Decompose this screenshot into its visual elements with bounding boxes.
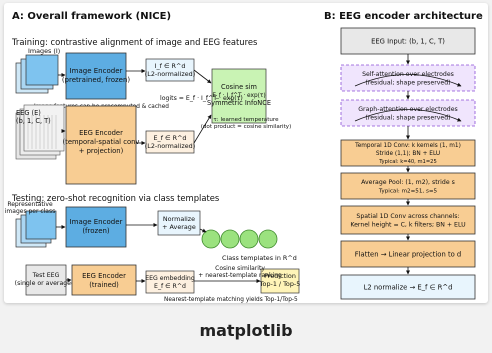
encoder-block-7 bbox=[340, 274, 476, 300]
encoder-architecture-blocks: EEG Input: (b, 1, C, T) Self-attention ov… bbox=[340, 27, 476, 300]
encoder-block-line: Typical: m2=51, s=5 bbox=[378, 188, 438, 194]
panel-a-title: A: Overall framework (NICE) bbox=[12, 11, 171, 22]
figure-card: A: Overall framework (NICE) Training: co… bbox=[4, 3, 488, 303]
prediction-box bbox=[260, 268, 300, 294]
encoder-block-label-2: Graph-attention over electrodes(residual… bbox=[358, 106, 457, 121]
encoder-block-label-3: Temporal 1D Conv: k kernels (1, m1) Strid… bbox=[354, 143, 461, 165]
training-arrows bbox=[58, 69, 212, 145]
test-eeg-encoder-label: EEG Encoder(trained) bbox=[82, 272, 126, 289]
encoder-block-line: EEG Input: (b, 1, C, T) bbox=[371, 37, 445, 45]
eeg-embedding-box bbox=[145, 270, 195, 294]
cosine-ranking-label: Cosine similarity+ nearest-template rank… bbox=[198, 265, 282, 279]
eeg-encoder-label: EEG Encoder(temporal-spatial conv+ proje… bbox=[63, 129, 140, 155]
eeg-label: EEG (E)(b, 1, C, T) bbox=[16, 109, 51, 125]
testing-heading: Testing: zero-shot recognition via class… bbox=[11, 193, 219, 203]
encoder-block-0 bbox=[340, 27, 476, 55]
encoder-block-line: Temporal 1D Conv: k kernels (1, m1) bbox=[354, 143, 461, 149]
encoder-block-label-6: Flatten → Linear projection to d bbox=[355, 250, 462, 258]
testing-arrows bbox=[56, 223, 261, 283]
residual-arc-1 bbox=[354, 74, 462, 87]
encoder-block-line: Graph-attention over electrodes bbox=[358, 106, 457, 113]
encoder-block-3 bbox=[340, 139, 476, 167]
encoder-block-line: Typical: k=40, m1=25 bbox=[378, 159, 437, 165]
eeg-feature-label: E_f ∈ R^d(L2-normalized) bbox=[145, 134, 195, 150]
class-template-circles bbox=[201, 229, 278, 249]
test-eeg-encoder-box bbox=[71, 264, 137, 296]
normalize-label: Normalize+ Average bbox=[162, 215, 196, 231]
test-image-encoder-label: Image Encoder(frozen) bbox=[70, 218, 123, 235]
test-image-stack bbox=[15, 210, 57, 248]
test-image-encoder-box bbox=[65, 206, 127, 248]
test-eeg-box bbox=[25, 264, 67, 296]
training-image-stack bbox=[15, 54, 59, 94]
encoder-block-label-5: Spatial 1D Conv across channels:Kernel h… bbox=[350, 213, 465, 228]
encoder-block-line: Stride (1,1); BN + ELU bbox=[376, 151, 440, 157]
encoder-block-label-0: EEG Input: (b, 1, C, T) bbox=[371, 37, 445, 45]
logits-label: logits = E_f · I_f^T · exp(τ) bbox=[160, 95, 243, 102]
encoder-block-2 bbox=[340, 99, 476, 127]
eeg-feature-box bbox=[145, 130, 195, 154]
encoder-block-line: Average Pool: (1, m2), stride s bbox=[361, 179, 455, 186]
training-heading: Training: contrastive alignment of image… bbox=[11, 37, 257, 47]
encoder-block-5 bbox=[340, 205, 476, 235]
eeg-signal-stack bbox=[15, 104, 65, 160]
eeg-encoder-box bbox=[65, 105, 137, 185]
images-label: Images (I) bbox=[28, 47, 60, 55]
encoder-block-line: L2 normalize → E_f ∈ R^d bbox=[364, 283, 453, 291]
image-encoder-label: Image Encoder(pretrained, frozen) bbox=[62, 67, 131, 84]
nearest-template-note: Nearest-template matching yields Top-1/T… bbox=[164, 297, 298, 303]
encoder-block-line: (residual; shape preserved) bbox=[365, 114, 450, 121]
encoder-block-line: Self-attention over electrodes bbox=[362, 71, 454, 78]
class-templates-label: Class templates in R^d bbox=[222, 254, 297, 262]
normalize-box bbox=[157, 210, 201, 236]
tau-note: τ: learned temperature(dot product = cos… bbox=[201, 117, 292, 130]
residual-arc-2 bbox=[354, 109, 462, 122]
encoder-block-label-1: Self-attention over electrodes(residual;… bbox=[362, 71, 454, 86]
test-eeg-label: Test EEG(single or averaged) bbox=[15, 272, 78, 287]
footer-label: matplotlib bbox=[199, 321, 293, 340]
encoder-block-1 bbox=[340, 64, 476, 92]
encoder-block-line: (residual; shape preserved) bbox=[365, 79, 450, 86]
encoder-block-line: Spatial 1D Conv across channels: bbox=[356, 213, 459, 220]
image-encoder-box bbox=[65, 52, 127, 100]
encoder-block-line: Flatten → Linear projection to d bbox=[355, 250, 462, 258]
encoder-block-line: Kernel height = C, k filters; BN + ELU bbox=[350, 221, 465, 228]
panel-b-title: B: EEG encoder architecture bbox=[324, 11, 483, 22]
encoder-block-label-7: L2 normalize → E_f ∈ R^d bbox=[364, 283, 453, 291]
encoder-block-label-4: Average Pool: (1, m2), stride s Typical: … bbox=[361, 179, 455, 194]
encoder-block-4 bbox=[340, 172, 476, 200]
image-feature-label: I_f ∈ R^d(L2-normalized) bbox=[145, 62, 195, 78]
cosine-sim-box bbox=[211, 68, 267, 124]
framework-figure: A: Overall framework (NICE) Training: co… bbox=[5, 11, 483, 303]
